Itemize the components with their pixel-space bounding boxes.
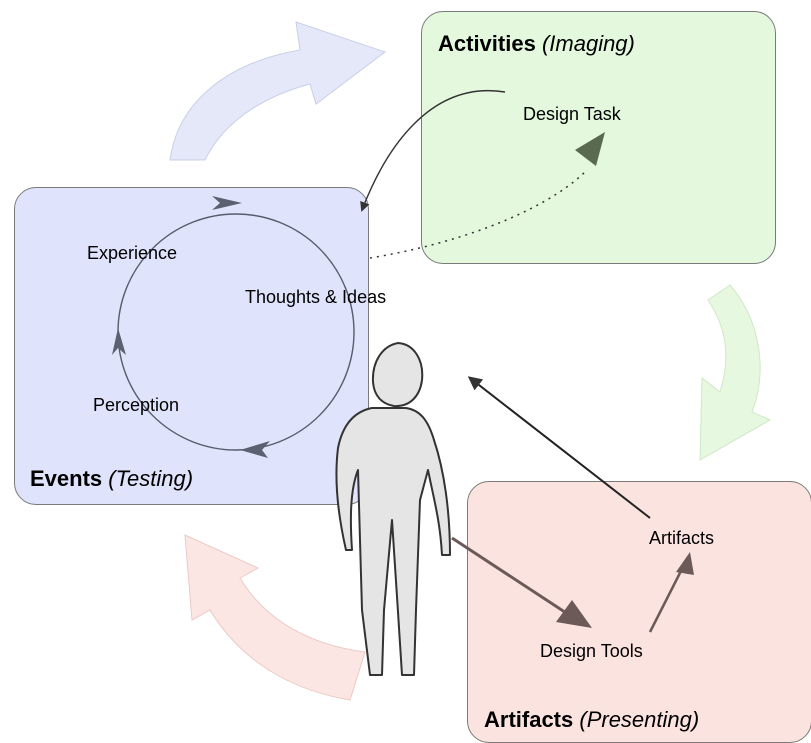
design-tools-arrowhead-icon (556, 600, 592, 628)
activities-title-sub: (Imaging) (541, 31, 635, 56)
activities-title: Activities (Imaging) (438, 31, 635, 57)
node-experience: Experience (87, 243, 178, 263)
events-title-main: Events (30, 466, 103, 491)
events-title: Events (Testing) (30, 466, 193, 492)
big-arrow-blue-icon (169, 21, 387, 161)
artifacts-box (467, 481, 811, 743)
person-figure (335, 341, 451, 676)
events-title-sub: (Testing) (108, 466, 194, 491)
person-to-design-tools-arrow (451, 536, 581, 624)
big-arrow-green-icon (699, 284, 772, 461)
cycle-arrow-top-icon (212, 196, 242, 210)
artifacts-title-main: Artifacts (484, 707, 574, 732)
node-thoughts-ideas: Thoughts & Ideas (245, 287, 387, 307)
activities-title-main: Activities (438, 31, 536, 56)
design-task-to-events-arrow (360, 89, 506, 212)
design-task-arrowhead-icon (575, 132, 605, 166)
artifacts-to-person-arrow (467, 376, 651, 519)
node-design-task: Design Task (523, 104, 621, 124)
node-perception: Perception (93, 395, 180, 415)
ideas-to-design-task-link (369, 171, 586, 259)
node-design-tools: Design Tools (540, 641, 643, 661)
cycle-arrow-bottom-icon (240, 441, 270, 458)
node-artifacts: Artifacts (649, 528, 715, 548)
artifacts-title-sub: (Presenting) (579, 707, 700, 732)
design-tools-to-artifacts-arrow (648, 564, 686, 633)
artifacts-arrowhead-icon (676, 552, 694, 575)
big-arrow-red-icon (184, 534, 366, 701)
artifacts-title: Artifacts (Presenting) (484, 707, 699, 733)
cycle-arrow-left-icon (112, 328, 126, 355)
